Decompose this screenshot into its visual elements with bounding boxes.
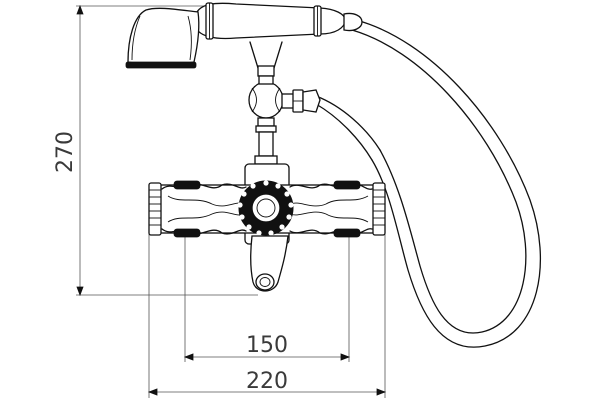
- height-label: 270: [53, 131, 78, 173]
- cradle-collar: [257, 65, 275, 77]
- outer-width-label: 220: [246, 369, 288, 394]
- connector-flare: [302, 89, 321, 113]
- ornament-mid-left-2: [167, 211, 245, 223]
- height-arrow-bottom: [76, 286, 84, 297]
- handle-end-cap: [343, 12, 363, 32]
- height-dimension: 270: [53, 4, 258, 297]
- outer-width-dimension: 220: [147, 225, 387, 398]
- hose-connector: [281, 89, 321, 113]
- shower-handset: [125, 2, 363, 69]
- knob-center-ring: [256, 198, 276, 218]
- shower-hose: [315, 19, 541, 348]
- upper-link-left: [173, 180, 201, 190]
- ball-joint-detail: [251, 87, 281, 113]
- spray-face: [125, 61, 197, 69]
- end-cap-right: [372, 182, 386, 236]
- end-cap-left: [148, 182, 162, 236]
- spout-outlet-ring: [255, 273, 275, 291]
- ornament-mid-right-1: [289, 195, 369, 207]
- outer-arrow-right: [376, 388, 387, 396]
- stem-shaft: [258, 131, 274, 157]
- height-arrow-top: [76, 4, 84, 15]
- hose-inner-line: [351, 29, 527, 334]
- inner-arrow-right: [340, 353, 351, 361]
- hose-outer-line: [355, 19, 541, 348]
- upper-link-right: [333, 180, 361, 190]
- knob-knurl-teeth: [237, 180, 294, 236]
- hose-to-connector-inner: [315, 95, 381, 151]
- spout-outlet-aerator: [259, 277, 271, 287]
- ornament-mid-right-2: [289, 211, 369, 223]
- hose-to-connector-outer: [315, 103, 373, 161]
- spout: [249, 235, 289, 292]
- inner-arrow-left: [183, 353, 194, 361]
- handset-handle: [195, 2, 347, 40]
- knob-inner-face: [251, 193, 281, 223]
- end-cap-ribs: [149, 189, 385, 226]
- lower-link-left: [173, 228, 201, 238]
- stem-ring-2: [255, 125, 277, 133]
- head-contour-2: [187, 15, 192, 61]
- stem-ring-1: [257, 117, 275, 127]
- riser-column: [248, 41, 284, 165]
- connector-stub: [281, 93, 295, 109]
- cradle-fork: [249, 41, 283, 69]
- ball-joint: [248, 81, 284, 119]
- control-knob: [237, 180, 294, 236]
- outer-arrow-left: [147, 388, 158, 396]
- head-contour-1: [131, 15, 141, 61]
- stem-base-ring: [254, 155, 278, 165]
- inner-width-dimension: 150: [183, 225, 351, 362]
- ornament-mid-left-1: [167, 195, 245, 207]
- lower-link-right: [333, 228, 361, 238]
- inner-width-label: 150: [246, 333, 288, 358]
- ball-joint-neck: [258, 75, 274, 85]
